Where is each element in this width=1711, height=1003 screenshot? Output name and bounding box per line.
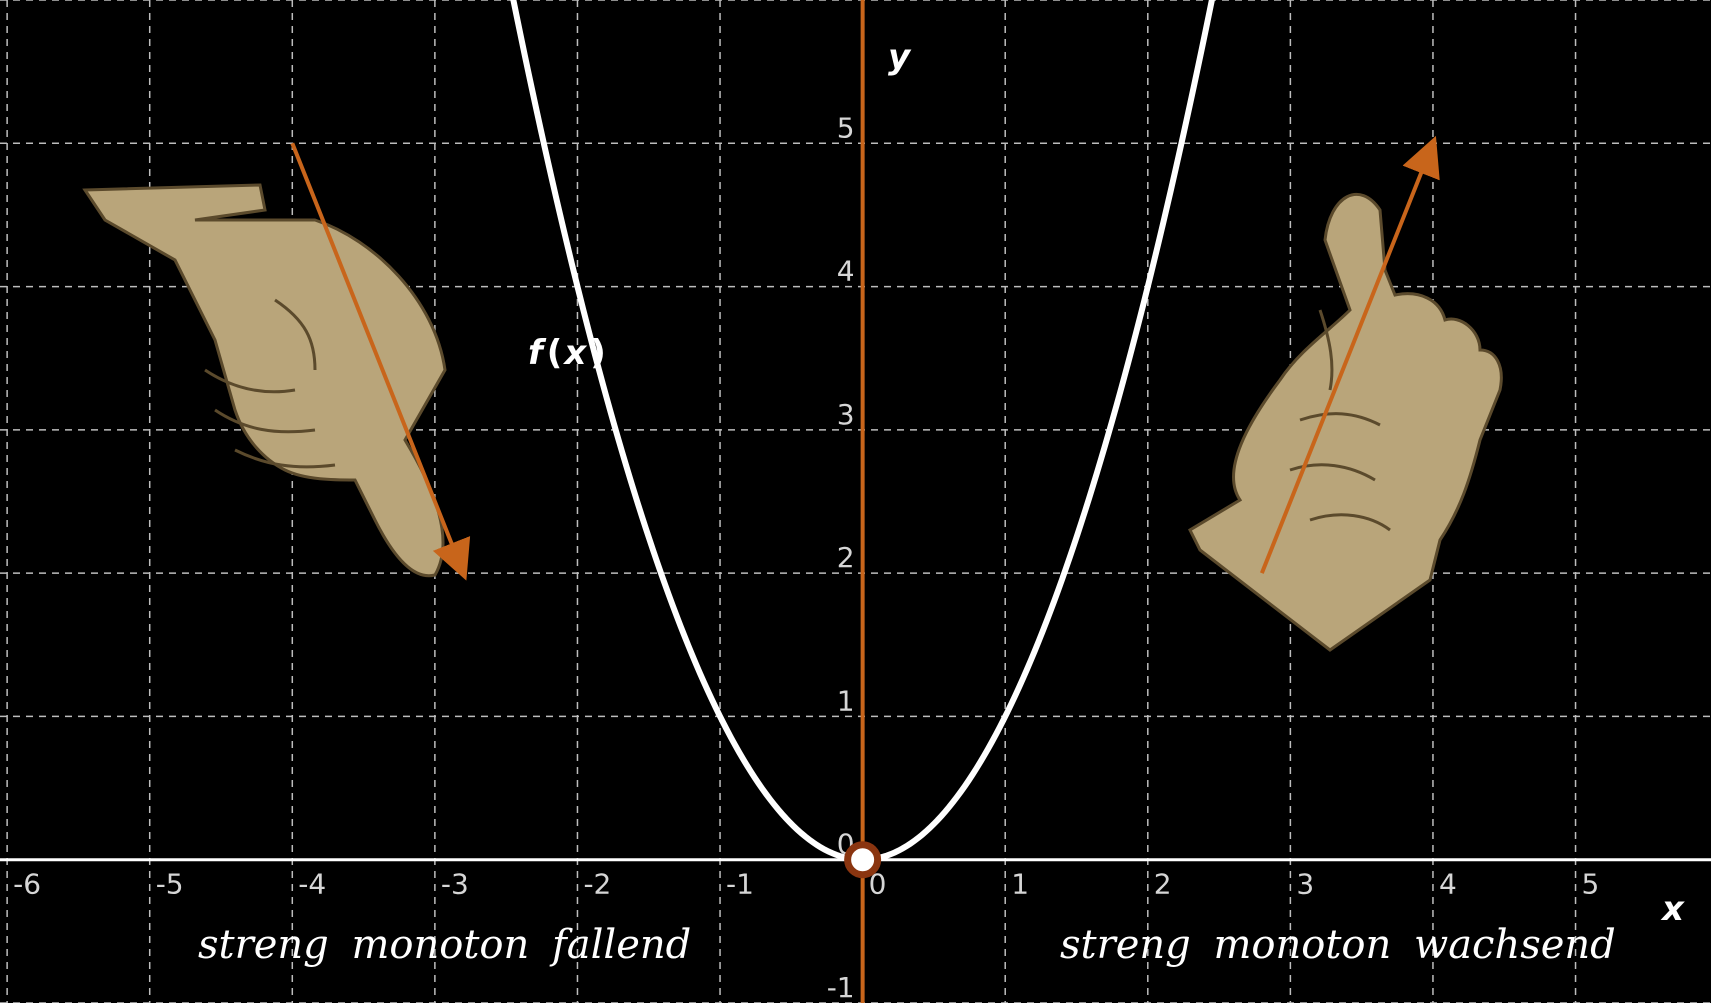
y-tick-label: 5 [837, 111, 855, 144]
x-tick-label: 3 [1296, 868, 1314, 901]
decreasing-arrow [290, 142, 471, 581]
increasing-arrow [1260, 135, 1440, 574]
x-tick-labels: -6 -5 -4 -3 -2 -1 0 1 2 3 4 5 [13, 868, 1599, 901]
origin-marker [844, 841, 882, 879]
pointing-hand-down-icon [82, 183, 447, 578]
y-tick-label: 2 [837, 541, 855, 574]
x-tick-label: -6 [13, 868, 41, 901]
x-tick-label: -2 [583, 868, 611, 901]
x-tick-label: 5 [1582, 868, 1600, 901]
x-tick-label: 4 [1439, 868, 1457, 901]
x-tick-label: -4 [298, 868, 326, 901]
function-curve [510, 0, 1215, 863]
x-tick-label: 0 [869, 868, 887, 901]
function-label: f(x) [528, 333, 606, 373]
x-tick-label: 1 [1011, 868, 1029, 901]
y-tick-label: 1 [837, 684, 855, 717]
x-tick-label: -3 [441, 868, 469, 901]
x-tick-label: 2 [1154, 868, 1172, 901]
y-tick-label: -1 [827, 971, 855, 1003]
caption-increasing: streng monoton wachsend [1060, 922, 1616, 968]
x-tick-label: -5 [156, 868, 184, 901]
y-tick-label: 4 [837, 255, 855, 288]
y-tick-label: 3 [837, 398, 855, 431]
y-axis-label: y [888, 37, 912, 77]
caption-decreasing: streng monoton fallend [198, 922, 691, 968]
x-axis-label: x [1660, 889, 1685, 929]
pointing-hand-up-icon [1188, 192, 1503, 652]
x-tick-label: -1 [726, 868, 754, 901]
